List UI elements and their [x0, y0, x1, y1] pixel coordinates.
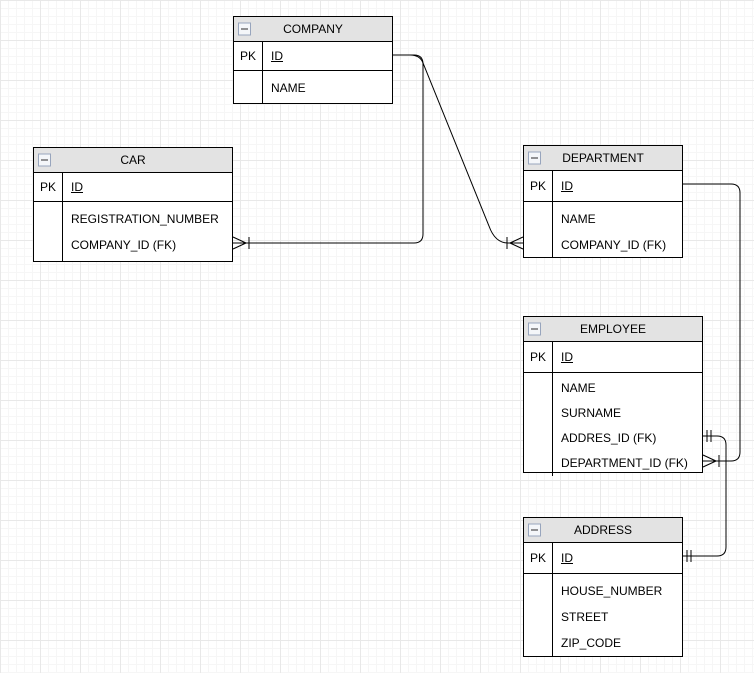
entity-table-employee[interactable]: EMPLOYEE PK ID NAME SURNAME ADDRES_ID (F…	[523, 316, 703, 476]
attribute: HOUSE_NUMBER	[561, 584, 663, 598]
entity-title: ADDRESS	[573, 523, 632, 537]
pk-field: ID	[271, 49, 283, 63]
pk-field-cell: ID	[553, 342, 702, 372]
pk-label: PK	[524, 543, 553, 573]
double-tick-one-icon	[686, 550, 692, 562]
attribute: ADDRES_ID (FK)	[561, 431, 657, 445]
attributes-cell: NAME SURNAME ADDRES_ID (FK) DEPARTMENT_I…	[553, 373, 702, 476]
attribute: COMPANY_ID (FK)	[561, 238, 667, 252]
attribute: ZIP_CODE	[561, 636, 622, 650]
pk-field: ID	[71, 180, 83, 194]
collapse-icon[interactable]	[238, 22, 251, 36]
entity-header: DEPARTMENT	[524, 146, 682, 171]
pk-field-cell: ID	[553, 171, 682, 201]
collapse-icon[interactable]	[528, 523, 541, 537]
attribute: REGISTRATION_NUMBER	[71, 212, 219, 226]
attribute: NAME	[561, 212, 596, 226]
double-tick-one-icon	[706, 430, 712, 442]
pk-field: ID	[561, 551, 573, 565]
crow-foot-many-icon	[702, 454, 720, 468]
pk-field-cell: ID	[63, 173, 232, 201]
crow-foot-many-icon	[506, 236, 524, 250]
pk-label: PK	[34, 173, 63, 201]
entity-table-department[interactable]: DEPARTMENT PK ID NAME COMPANY_ID (FK)	[523, 145, 683, 258]
entity-header: CAR	[34, 148, 232, 173]
pk-label: PK	[524, 342, 553, 372]
pk-field-cell: ID	[553, 543, 682, 573]
entity-title: COMPANY	[283, 22, 343, 36]
entity-header: EMPLOYEE	[524, 317, 702, 342]
entity-title: CAR	[120, 153, 146, 167]
attribute: DEPARTMENT_ID (FK)	[561, 456, 688, 470]
pk-column-spacer	[524, 202, 553, 258]
collapse-icon[interactable]	[528, 322, 541, 336]
attribute: NAME	[561, 381, 596, 395]
pk-label: PK	[524, 171, 553, 201]
crow-foot-many-icon	[232, 236, 250, 250]
attribute: SURNAME	[561, 406, 622, 420]
entity-table-company[interactable]: COMPANY PK ID NAME	[233, 16, 393, 104]
attributes-cell: NAME COMPANY_ID (FK)	[553, 202, 682, 258]
attribute: COMPANY_ID (FK)	[71, 238, 177, 252]
connector-company-department[interactable]	[393, 54, 523, 244]
pk-column-spacer	[524, 373, 553, 476]
collapse-icon[interactable]	[38, 153, 51, 167]
pk-column-spacer	[524, 574, 553, 656]
entity-header: ADDRESS	[524, 518, 682, 543]
pk-column-spacer	[34, 202, 63, 261]
pk-column-spacer	[234, 71, 263, 103]
attribute: NAME	[271, 81, 306, 95]
entity-table-car[interactable]: CAR PK ID REGISTRATION_NUMBER COMPANY_ID…	[33, 147, 233, 262]
attributes-cell: REGISTRATION_NUMBER COMPANY_ID (FK)	[63, 202, 232, 261]
pk-field: ID	[561, 179, 573, 193]
attribute: STREET	[561, 610, 609, 624]
attributes-cell: NAME	[263, 71, 392, 103]
entity-header: COMPANY	[234, 17, 392, 42]
entity-title: EMPLOYEE	[579, 322, 647, 336]
entity-title: DEPARTMENT	[562, 151, 644, 165]
pk-label: PK	[234, 42, 263, 70]
pk-field: ID	[561, 350, 573, 364]
pk-field-cell: ID	[263, 42, 392, 70]
attributes-cell: HOUSE_NUMBER STREET ZIP_CODE	[553, 574, 682, 656]
entity-table-address[interactable]: ADDRESS PK ID HOUSE_NUMBER STREET ZIP_CO…	[523, 517, 683, 657]
collapse-icon[interactable]	[528, 151, 541, 165]
